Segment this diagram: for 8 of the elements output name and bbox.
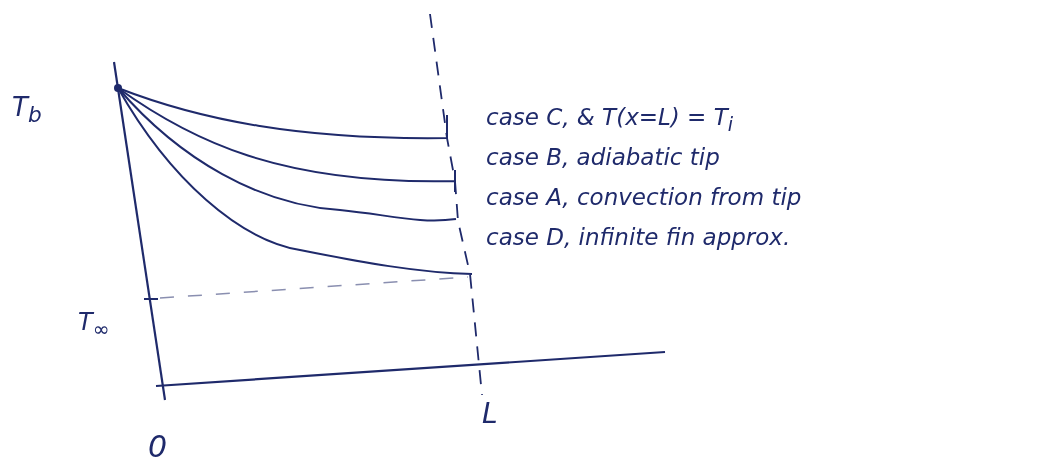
curve-label: case A, convection from tip bbox=[486, 186, 802, 209]
axis-label: T$_{b}$ bbox=[12, 94, 42, 126]
axis-label: 0 bbox=[148, 432, 168, 462]
curve-label: case B, adiabatic tip bbox=[486, 146, 720, 169]
axis-label: T$_{∞}$ bbox=[78, 310, 110, 339]
curve-label: case D, infinite fin approx. bbox=[486, 226, 791, 249]
curve-label: case C, & T(x=L) = T$_{i}$ bbox=[486, 106, 734, 134]
axis-label: L bbox=[482, 400, 498, 428]
